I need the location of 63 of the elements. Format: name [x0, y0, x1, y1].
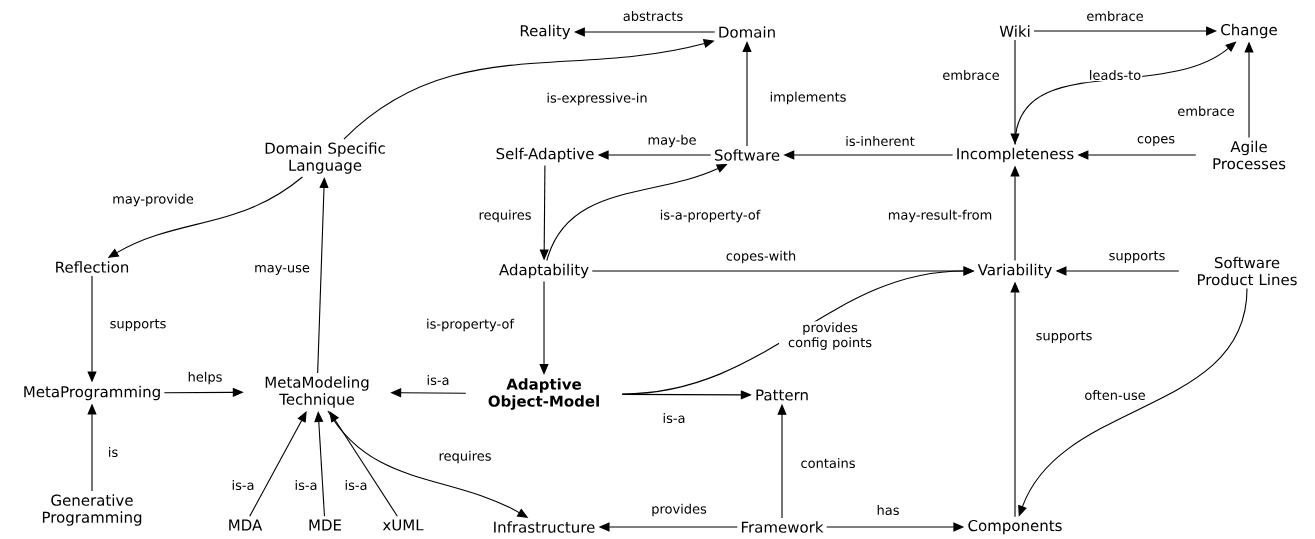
edge-label: provides config points: [779, 321, 881, 351]
concept-label: Agile Processes: [1213, 140, 1286, 170]
edge-label: is-a: [230, 479, 256, 492]
concept-label: Pattern: [756, 389, 808, 401]
edge-label: embrace: [1176, 104, 1236, 118]
concept-label: xUML: [382, 519, 424, 531]
concept-label: Self-Adaptive: [496, 147, 594, 163]
edge-label: leads-to: [1087, 68, 1143, 82]
concept-label: Domain Specific Language: [265, 142, 385, 174]
concept-label: Adaptability: [499, 263, 589, 279]
arrow: [249, 411, 307, 517]
edge-label: requires: [437, 449, 493, 465]
edge-label: supports: [108, 318, 168, 332]
concept-label: Incompleteness: [957, 147, 1074, 163]
concept-label: Domain: [719, 26, 775, 38]
arrow: [329, 411, 398, 517]
edge-label: abstracts: [621, 9, 685, 23]
concept-label: Software: [714, 149, 780, 161]
edge-label: may-be: [646, 133, 698, 149]
concept-label: Infrastructure: [494, 521, 595, 533]
edge-label: provides: [650, 502, 708, 518]
edge-label: requires: [477, 208, 533, 224]
edge-label: contains: [799, 457, 857, 470]
edge-label: may-result-from: [886, 208, 994, 224]
edge-label: may-use: [253, 264, 311, 276]
concept-label: Adaptive Object-Model: [488, 378, 599, 410]
edge-label: helps: [186, 370, 224, 386]
concept-label: Software Product Lines: [1197, 256, 1297, 286]
edge-label: embrace: [1085, 9, 1145, 23]
arrow: [539, 280, 549, 375]
concept-label: Wiki: [999, 25, 1030, 37]
arrow: [317, 177, 329, 374]
edge-label: copes: [1135, 135, 1177, 147]
concept-label: MDA: [229, 519, 263, 531]
edge-label: may-provide: [111, 192, 195, 208]
concept-label: Components: [968, 519, 1062, 535]
concept-label: Reflection: [56, 261, 129, 273]
edge-label: is: [106, 446, 120, 459]
edge-label: is-expressive-in: [545, 91, 649, 107]
edge-label: is-a-property-of: [658, 208, 762, 224]
edge-label: often-use: [1083, 388, 1147, 402]
edge-label: is-property-of: [425, 317, 515, 333]
concept-label: Generative Programming: [42, 494, 142, 526]
edge-label: embrace: [941, 68, 1001, 82]
concept-label: MetaModeling Technique: [265, 376, 369, 408]
edge-label: has: [875, 504, 901, 517]
concept-label: Reality: [520, 24, 571, 40]
edge-label: copes-with: [724, 249, 798, 265]
edge-label: supports: [1107, 250, 1167, 264]
edge-label: supports: [1034, 330, 1094, 344]
concept-label: Framework: [741, 521, 824, 533]
concept-label: Variability: [977, 263, 1052, 279]
edge-label: is-a: [661, 412, 687, 425]
concept-label: MetaProgramming: [24, 385, 160, 401]
edge-label: is-a: [293, 479, 319, 492]
edge-label: is-inherent: [844, 135, 916, 148]
edge-label: is-a: [343, 479, 369, 492]
edge-label: is-a: [425, 374, 451, 387]
concept-label: Change: [1221, 23, 1277, 39]
concept-label: MDE: [309, 519, 342, 531]
arrow: [314, 411, 326, 517]
arrow: [742, 41, 752, 147]
edge-label: implements: [768, 90, 848, 106]
